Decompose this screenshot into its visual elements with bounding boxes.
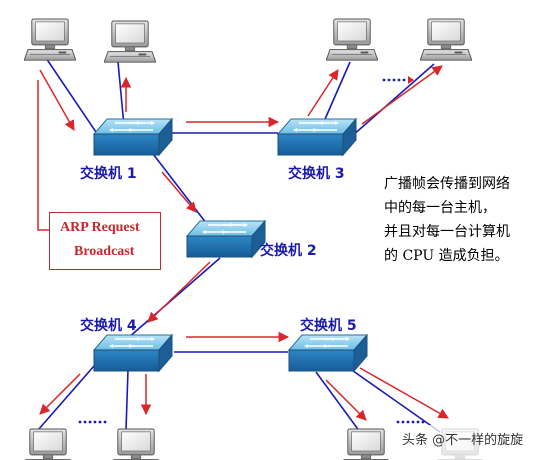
dots-top (382, 78, 406, 82)
broadcast-arrows (37, 65, 449, 421)
link-switch-5-to-pc-b3 (315, 371, 361, 433)
computer-icon (110, 428, 162, 460)
arrow-pc-to-switch-1 (39, 69, 75, 131)
switch-2-icon (186, 220, 266, 258)
watermark-backdrop (398, 425, 545, 460)
computer-icon (326, 18, 378, 61)
arrow-switch-3-to-pc-t3 (307, 69, 339, 117)
link-switch-5-to-pc-b4 (345, 365, 441, 433)
computer-icon (104, 20, 156, 63)
arrow-switch-5-to-pc-b3 (325, 379, 367, 421)
link-switch-4-to-pc-b2 (125, 369, 129, 431)
switch-5-icon (288, 334, 368, 372)
link-switch-3-to-pc-t4 (351, 63, 435, 137)
switch-1-label: 交换机 1 (80, 166, 137, 182)
more-hosts-dots (78, 76, 425, 424)
link-pc-tl-to-switch-1 (45, 57, 101, 139)
switch-3-label: 交换机 3 (288, 166, 345, 182)
switch-5-label: 交换机 5 (300, 318, 357, 334)
arrow-switch-5-to-pc-b4 (359, 367, 449, 419)
link-switch-4-to-pc-b1 (37, 365, 95, 431)
link-switch-2-to-switch-4 (127, 257, 221, 339)
watermark-text: 头条 @不一样的旋旋 (402, 433, 524, 448)
dots-bottom-left (78, 420, 107, 424)
computer-icon (340, 428, 392, 460)
arrow-switch-2-to-switch-4 (147, 261, 211, 323)
dots-bottom-right (396, 420, 425, 424)
computer-icon (22, 428, 74, 460)
computer-icon (24, 18, 76, 61)
dots-top-arrow (408, 76, 414, 84)
note-line-1: 广播帧会传播到网络 (384, 176, 510, 192)
note-line-3: 并且对每一台计算机 (384, 224, 510, 240)
arrow-switch-1-to-switch-2 (161, 171, 197, 213)
arp-request-callout: ARP Request Broadcast (49, 212, 161, 270)
note-line-2: 中的每一台主机， (384, 200, 496, 216)
switch-4-label: 交换机 4 (80, 318, 137, 334)
switch-3-icon (277, 118, 357, 156)
link-pc-t2-to-switch-1 (117, 61, 125, 127)
note-line-4: 的 CPU 造成负担。 (384, 248, 509, 264)
switch-2-label: 交换机 2 (260, 243, 317, 259)
broadcast-note: 广播帧会传播到网络 中的每一台主机， 并且对每一台计算机 的 CPU 造成负担。 (384, 172, 544, 268)
arp-callout-connector (37, 80, 49, 231)
arrow-switch-4-to-pc-b1 (39, 373, 81, 415)
link-switch-3-to-pc-t3 (321, 61, 351, 127)
link-lines (37, 57, 441, 433)
link-switch-1-to-switch-2 (149, 149, 211, 229)
switch-1-icon (93, 118, 173, 156)
switch-4-icon (93, 334, 173, 372)
arp-request-text: ARP Request (60, 220, 140, 235)
computer-icon (420, 18, 472, 61)
arp-broadcast-text: Broadcast (74, 244, 135, 259)
arrow-switch-3-to-pc-t4 (361, 65, 443, 125)
